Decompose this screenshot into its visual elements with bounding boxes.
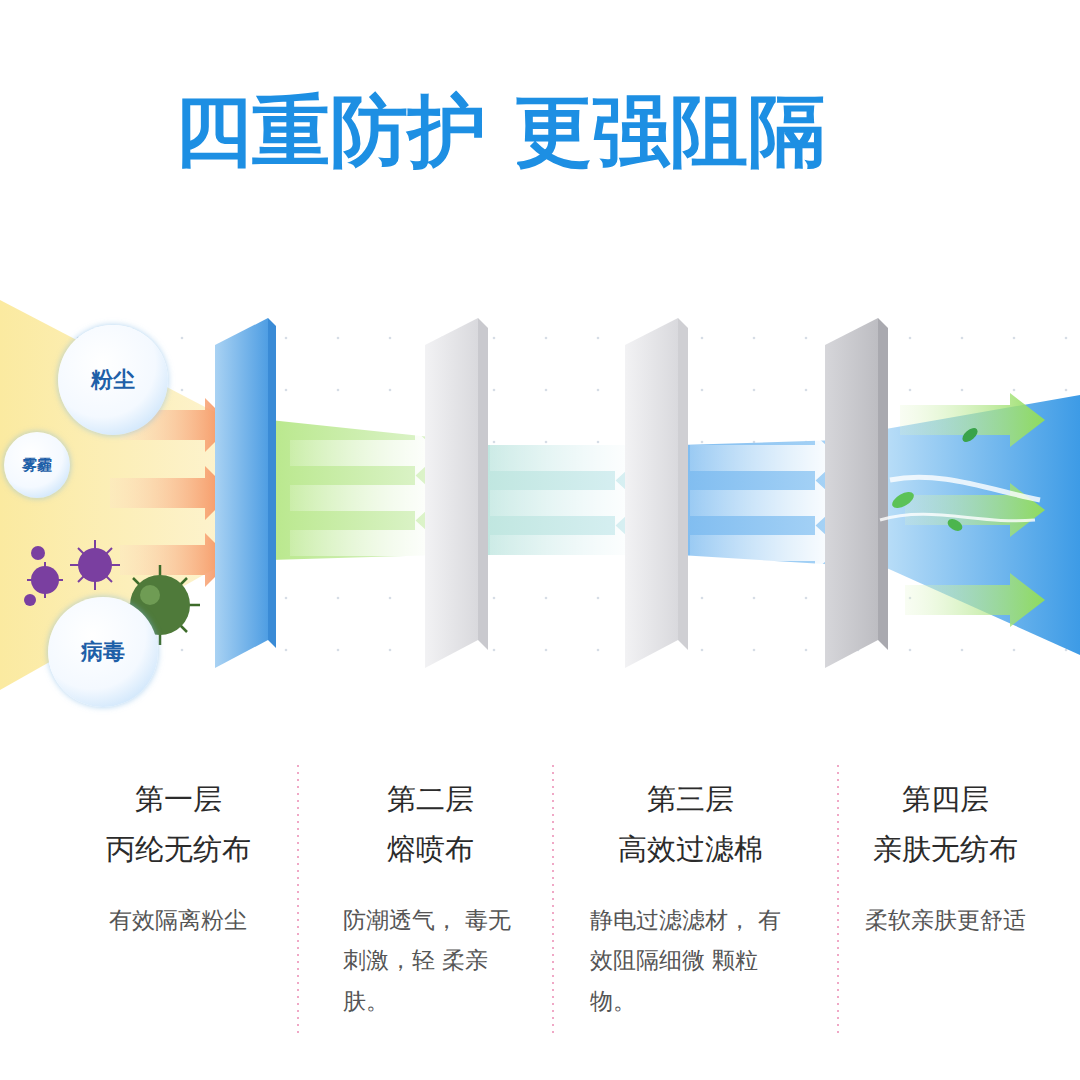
- bubble-label: 粉尘: [91, 365, 135, 395]
- layer-material: 亲肤无纺布: [835, 832, 1055, 867]
- layer-number: 第二层: [325, 782, 535, 817]
- particle-bubble: 粉尘: [58, 325, 168, 435]
- bubble-label: 雾霾: [22, 456, 52, 475]
- layer-description: 柔软亲肤更舒适: [835, 900, 1055, 940]
- title: 四重防护 更强阻隔: [140, 85, 860, 179]
- particle-bubble: 雾霾: [4, 432, 70, 498]
- layer-material: 高效过滤棉: [585, 832, 795, 867]
- layer-number: 第一层: [63, 782, 293, 817]
- layer-description: 静电过滤滤材， 有效阻隔细微 颗粒物。: [590, 900, 790, 1021]
- layer-number: 第三层: [585, 782, 795, 817]
- particle-bubble: 病毒: [48, 597, 158, 707]
- bubble-label: 病毒: [81, 637, 125, 667]
- layer-description: 有效隔离粉尘: [63, 900, 293, 940]
- layer-material: 丙纶无纺布: [63, 832, 293, 867]
- layer-material: 熔喷布: [325, 832, 535, 867]
- layer-number: 第四层: [835, 782, 1055, 817]
- layer-description: 防潮透气， 毒无刺激，轻 柔亲肤。: [343, 900, 518, 1021]
